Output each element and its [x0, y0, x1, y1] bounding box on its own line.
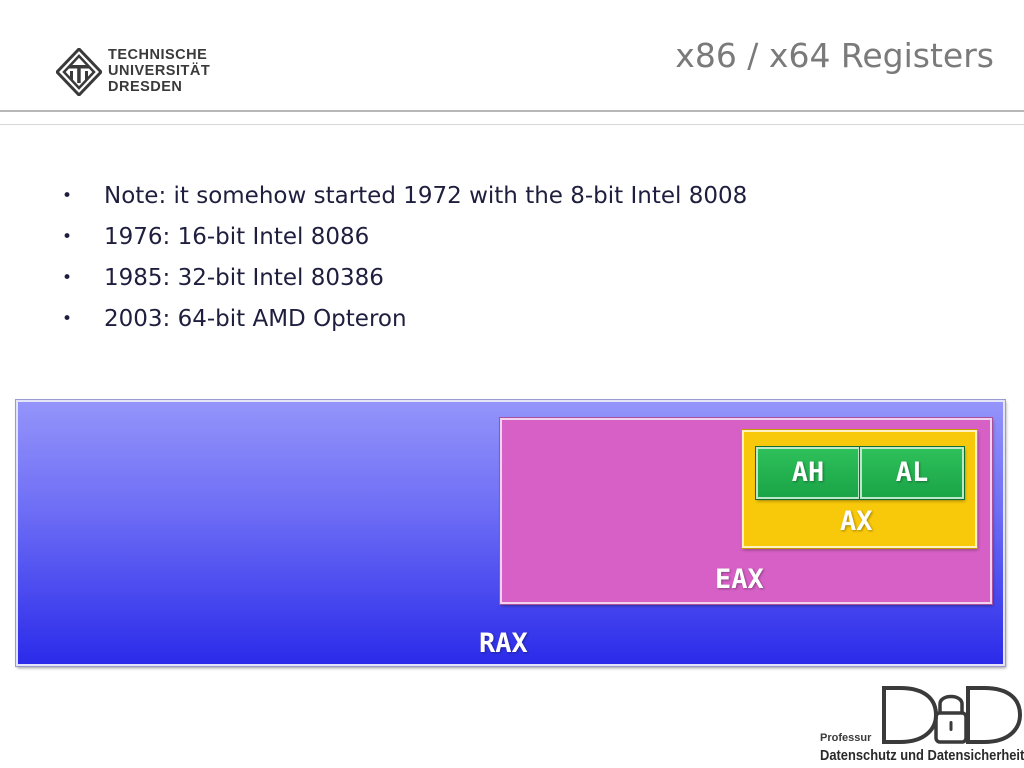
dud-lock-logo-icon: [882, 686, 1022, 744]
dud-professorship-logo: Professur Datenschutz und Datensicherhei…: [818, 684, 1024, 768]
slide-title: x86 / x64 Registers: [675, 36, 994, 75]
bullet-dot: •: [62, 227, 73, 247]
register-eax-label: EAX: [715, 564, 764, 595]
header-divider-secondary: [0, 124, 1024, 125]
bullet-dot: •: [62, 309, 73, 329]
history-bullet-list: • Note: it somehow started 1972 with the…: [62, 176, 747, 340]
bullet-text: 2003: 64-bit AMD Opteron: [104, 306, 407, 332]
tu-dresden-logo: TECHNISCHE UNIVERSITÄT DRESDEN: [56, 46, 226, 102]
bullet-item: • Note: it somehow started 1972 with the…: [62, 176, 747, 217]
university-name: TECHNISCHE UNIVERSITÄT DRESDEN: [108, 47, 210, 95]
bullet-item: • 1976: 16-bit Intel 8086: [62, 217, 747, 258]
bullet-text: Note: it somehow started 1972 with the 8…: [104, 183, 748, 209]
professorship-name: Datenschutz und Datensicherheit: [820, 747, 1024, 764]
register-rax-label: RAX: [479, 628, 528, 659]
bullet-item: • 1985: 32-bit Intel 80386: [62, 258, 747, 299]
bullet-text: 1976: 16-bit Intel 8086: [104, 224, 370, 250]
bullet-item: • 2003: 64-bit AMD Opteron: [62, 299, 747, 340]
logo-line-2: UNIVERSITÄT: [108, 63, 211, 79]
register-ax-label: AX: [840, 506, 873, 537]
register-al-label: AL: [895, 457, 929, 488]
professorship-label: Professur: [820, 732, 872, 744]
bullet-dot: •: [62, 268, 73, 288]
register-al-box: AL: [860, 447, 964, 499]
logo-line-1: TECHNISCHE: [108, 47, 208, 63]
bullet-text: 1985: 32-bit Intel 80386: [104, 265, 384, 291]
header-divider: [0, 110, 1024, 112]
bullet-dot: •: [62, 186, 73, 206]
register-ah-box: AH: [756, 447, 860, 499]
tu-dresden-logo-icon: [56, 48, 102, 96]
logo-line-3: DRESDEN: [108, 79, 183, 95]
register-ah-label: AH: [791, 457, 825, 488]
